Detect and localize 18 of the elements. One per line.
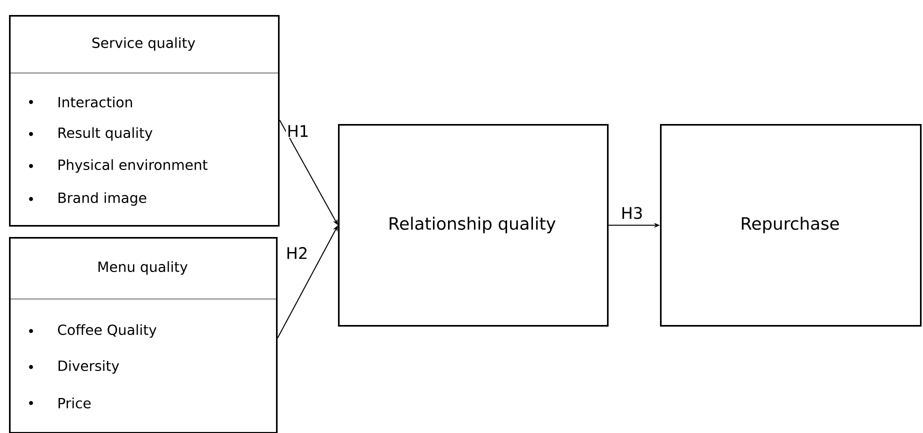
edge-label: H2: [287, 247, 307, 259]
node-label: Relationship quality: [390, 216, 556, 234]
bullet-item: Brand image: [58, 192, 146, 206]
heading: Menu quality: [98, 261, 188, 275]
bullet-item: Coffee Quality: [58, 324, 156, 338]
bullet-item: Interaction: [58, 96, 132, 108]
concept-box: [8, 237, 278, 433]
edge-label: H3: [622, 206, 642, 220]
bullet-item: Price: [58, 398, 91, 408]
concept-box: [8, 15, 280, 227]
bullet-item: Diversity: [58, 360, 120, 374]
node-label: Repurchase: [742, 216, 839, 234]
edge-label: H1: [288, 125, 308, 137]
concept-box: [338, 124, 609, 327]
concept-box: [660, 124, 922, 327]
bullet-item: Result quality: [58, 127, 152, 141]
bullet-item: Physical environment: [58, 159, 208, 173]
heading: Service quality: [92, 37, 196, 51]
